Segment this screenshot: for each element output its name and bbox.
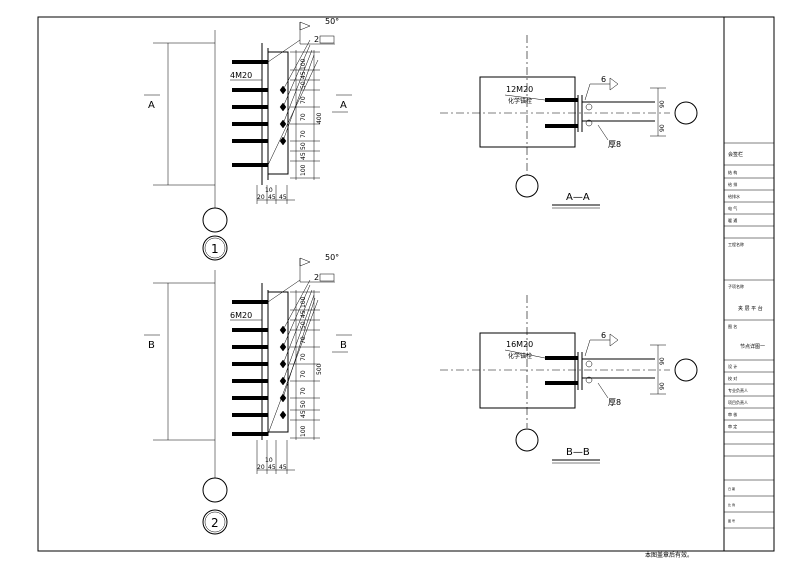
dim-label: 45 — [300, 152, 307, 160]
dim-label: 50 — [300, 142, 307, 150]
tb-label: 给排水 — [728, 193, 740, 199]
dim-label: 45 — [300, 410, 307, 418]
tb-label: 图 号 — [728, 518, 735, 523]
bolt-label: 6M20 — [230, 311, 252, 320]
axis-bubble — [674, 101, 698, 125]
axis-bubble — [515, 428, 539, 452]
span-dim: 400 — [316, 112, 323, 124]
dim-label: 45 — [279, 194, 287, 201]
weld-angle: 50° — [325, 253, 339, 262]
axis-bubble — [515, 174, 539, 198]
axis-bubble — [674, 358, 698, 382]
axis-bubble — [202, 207, 228, 233]
dim-label: 45 — [300, 310, 307, 318]
dim-label: 100 — [300, 296, 307, 308]
detail-1: 50° 2 4M20 100 45 50 70 70 70 50 4 — [144, 17, 352, 261]
weld-size: 2 — [314, 273, 319, 282]
section-mark-left: B — [148, 340, 155, 351]
section-title: B—B — [566, 447, 590, 458]
anchor-label: 12M20 — [506, 85, 533, 94]
section-mark-right: A — [340, 100, 347, 111]
tb-label: 会签栏 — [728, 151, 743, 158]
section-a-a: 12M20 化学锚栓 6 厚8 90 90 A—A — [440, 35, 698, 209]
dim-label: 90 — [659, 357, 666, 365]
dim-label: 100 — [300, 425, 307, 437]
dim-label: 90 — [659, 100, 666, 108]
weld-size: 6 — [601, 331, 606, 340]
bolt-label: 4M20 — [230, 71, 252, 80]
dim-label: 50 — [300, 321, 307, 329]
dim-label: 90 — [659, 382, 666, 390]
dim-label: 10 — [265, 457, 273, 464]
section-title: A—A — [566, 192, 590, 203]
detail-callout — [202, 509, 228, 535]
tb-drawing-name: 节点详图一 — [740, 343, 765, 350]
tb-label: 给 排 — [728, 181, 737, 187]
tb-label: 专业负责人 — [728, 387, 748, 393]
tb-label: 设 计 — [728, 363, 737, 369]
weld-flag-icon — [299, 21, 311, 31]
plate-label: 厚8 — [608, 140, 621, 149]
tb-label: 电 气 — [728, 205, 737, 211]
anchor-type: 化学锚栓 — [508, 352, 532, 360]
dim-label: 70 — [300, 130, 307, 138]
tb-label: 工程名称 — [728, 241, 744, 247]
weld-size: 2 — [314, 35, 319, 44]
weld-angle: 50° — [325, 17, 339, 26]
dim-label: 20 — [257, 464, 265, 471]
tb-label: 暖 通 — [728, 217, 737, 223]
detail-2: 50° 2 6M20 100 45 50 70 70 70 70 50 — [144, 253, 352, 535]
dim-label: 45 — [268, 194, 276, 201]
tb-label: 比 例 — [728, 502, 735, 507]
callout-number: 1 — [211, 242, 219, 256]
dim-label: 100 — [300, 164, 307, 176]
weld-flag-icon — [609, 333, 619, 347]
dim-label: 90 — [659, 124, 666, 132]
weld-flag-icon — [299, 257, 311, 267]
dim-label: 70 — [300, 96, 307, 104]
weld-flag-icon — [609, 77, 619, 91]
plate-label: 厚8 — [608, 398, 621, 407]
section-mark-left: A — [148, 100, 155, 111]
tb-label: 子项名称 — [728, 283, 744, 289]
dim-label: 45 — [300, 71, 307, 79]
dim-label: 70 — [300, 113, 307, 121]
tb-label: 审 定 — [728, 423, 737, 429]
anchor-type: 化学锚栓 — [508, 97, 532, 105]
footer-note: 本图盖章后有效。 — [645, 551, 693, 559]
dim-label: 45 — [279, 464, 287, 471]
section-b-b: 16M20 化学锚栓 6 厚8 90 90 B—B — [440, 295, 698, 464]
tb-label: 图 名 — [728, 323, 737, 329]
tb-label: 日 期 — [728, 486, 735, 491]
dim-label: 20 — [257, 194, 265, 201]
tb-project: 夹 层 平 台 — [738, 305, 763, 312]
weld-size: 6 — [601, 75, 606, 84]
dim-label: 10 — [265, 187, 273, 194]
dim-label: 45 — [268, 464, 276, 471]
anchor-label: 16M20 — [506, 340, 533, 349]
section-mark-right: B — [340, 340, 347, 351]
tb-label: 审 核 — [728, 411, 737, 417]
dim-label: 70 — [300, 387, 307, 395]
span-dim: 500 — [316, 363, 323, 375]
title-block: 会签栏 结 构 给 排 给排水 电 气 暖 通 工程名称 子项名称 夹 层 平 … — [724, 142, 774, 529]
dim-label: 50 — [300, 400, 307, 408]
dim-label: 70 — [300, 353, 307, 361]
tb-label: 项目负责人 — [728, 399, 748, 405]
tb-label: 结 构 — [728, 169, 737, 175]
dim-label: 70 — [300, 336, 307, 344]
drawing-frame-outer — [37, 16, 775, 552]
callout-number: 2 — [211, 516, 219, 530]
dim-label: 70 — [300, 370, 307, 378]
dim-label: 50 — [300, 81, 307, 89]
axis-bubble — [202, 477, 228, 503]
detail-callout — [202, 235, 228, 261]
tb-label: 校 对 — [728, 375, 737, 381]
dim-label: 100 — [300, 58, 307, 70]
